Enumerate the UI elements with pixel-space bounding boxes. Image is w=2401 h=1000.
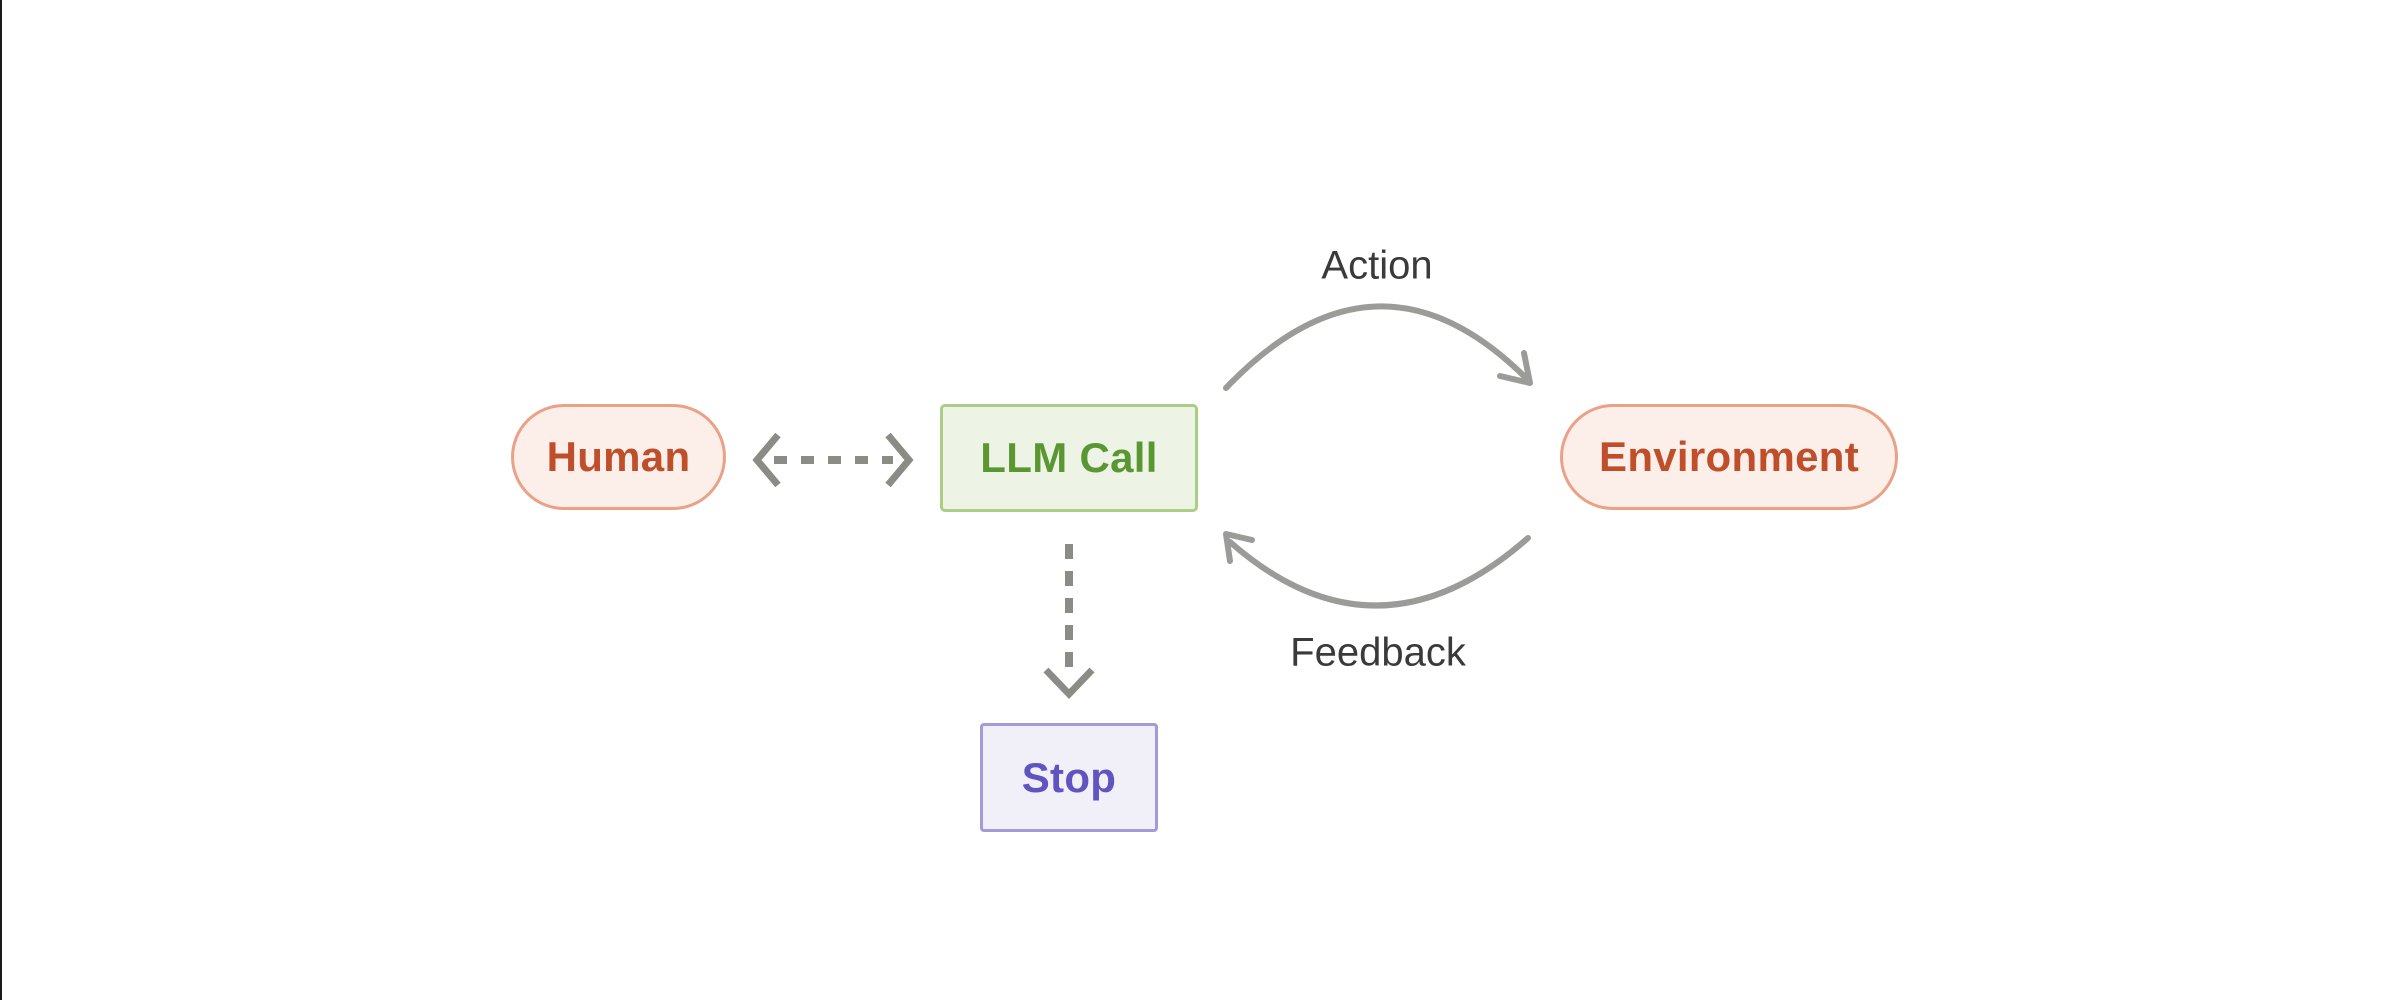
node-stop-label: Stop	[1021, 753, 1117, 801]
node-llm-call-label: LLM Call	[980, 434, 1158, 481]
down-chevron-arrowhead	[1043, 667, 1095, 700]
feedback-arrowhead	[1223, 531, 1255, 564]
action-arrowhead	[1497, 350, 1533, 386]
llm-stop-dashed-arrow	[1043, 544, 1095, 700]
node-environment-label: Environment	[1599, 433, 1859, 480]
node-stop: Stop	[980, 723, 1158, 832]
right-chevron-arrowhead	[885, 432, 914, 488]
human-llm-dashed-arrow	[752, 432, 914, 488]
action-edge-label: Action	[1321, 243, 1433, 288]
node-llm-call: LLM Call	[940, 404, 1198, 512]
feedback-edge-label: Feedback	[1290, 630, 1466, 675]
window-left-edge	[0, 0, 2, 1000]
node-human-label: Human	[546, 433, 691, 480]
feedback-arrow	[1223, 531, 1531, 609]
action-arrow	[1223, 303, 1533, 391]
left-chevron-arrowhead	[752, 432, 781, 488]
node-human: Human	[511, 404, 726, 510]
node-environment: Environment	[1560, 404, 1898, 510]
